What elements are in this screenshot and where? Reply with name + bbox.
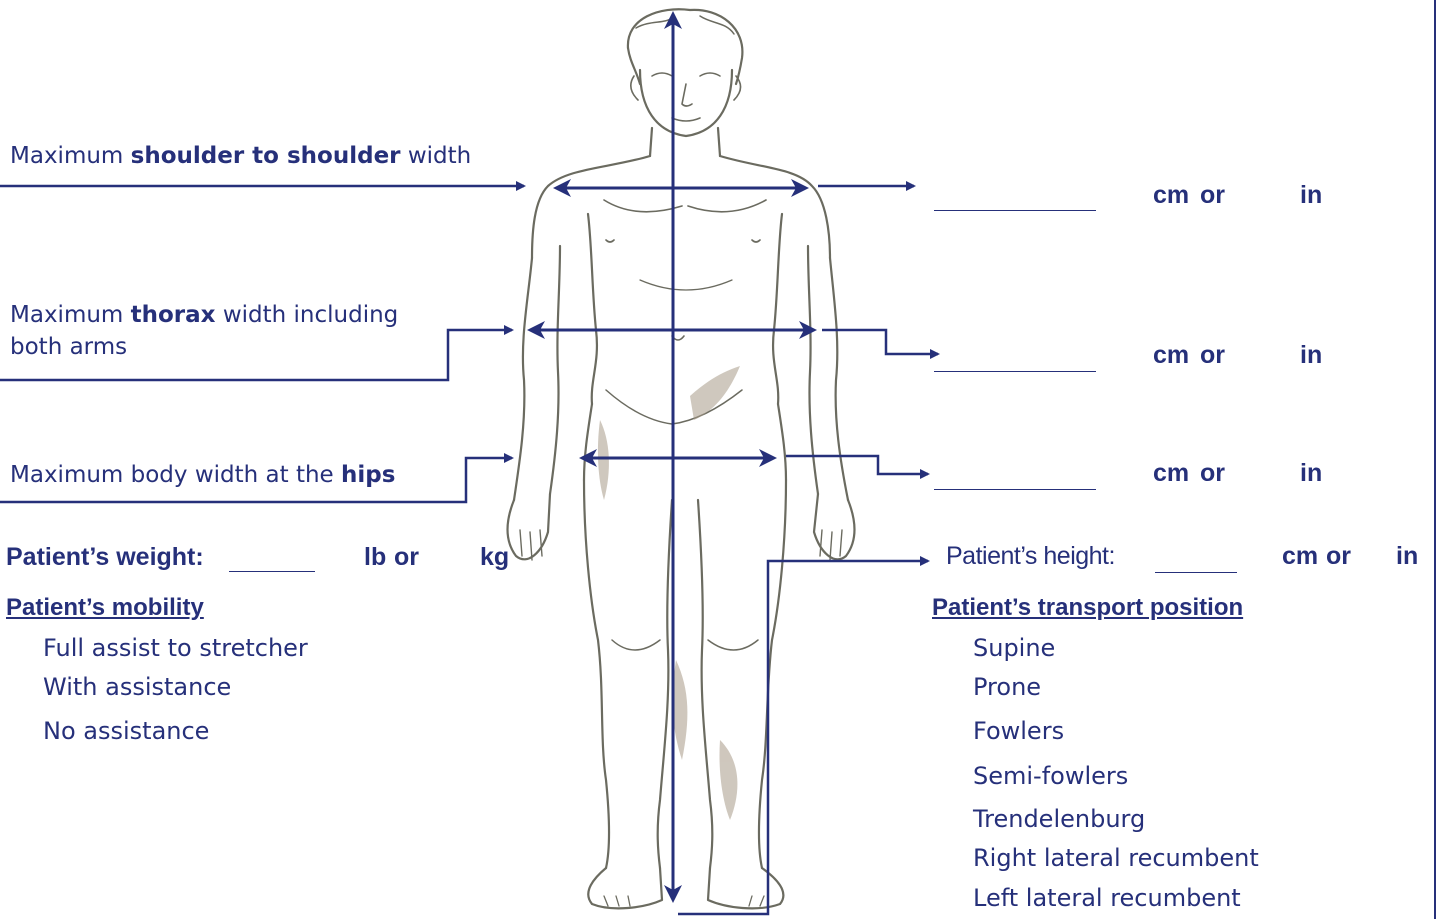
right-border (1434, 0, 1436, 919)
transport-section-title: Patient’s transport position (932, 594, 1243, 622)
weight-unit-kg: kg (480, 543, 509, 572)
patient-weight-label: Patient’s weight: (6, 543, 204, 572)
thorax-width-blank[interactable] (934, 371, 1096, 372)
hip-unit-in: in (1300, 459, 1322, 488)
mobility-section-title: Patient’s mobility (6, 594, 204, 622)
mobility-option[interactable]: With assistance (43, 671, 231, 703)
mobility-option[interactable]: No assistance (43, 715, 209, 747)
hip-width-blank[interactable] (934, 489, 1096, 490)
hip-width-label: Maximum body width at the hips (10, 459, 395, 491)
thorax-unit-or: or (1200, 341, 1225, 370)
transport-option[interactable]: Fowlers (973, 715, 1064, 747)
shoulder-unit-or: or (1200, 181, 1225, 210)
height-unit-cm: cm (1282, 542, 1318, 571)
figure-shading (598, 366, 740, 820)
shoulder-unit-cm: cm (1153, 181, 1189, 210)
transport-option[interactable]: Supine (973, 632, 1055, 664)
hip-unit-or: or (1200, 459, 1225, 488)
mobility-option[interactable]: Full assist to stretcher (43, 632, 308, 664)
thorax-unit-cm: cm (1153, 341, 1189, 370)
transport-option[interactable]: Semi-fowlers (973, 760, 1128, 792)
hips-leader-right (786, 456, 928, 474)
shoulder-width-blank[interactable] (934, 210, 1096, 211)
patient-weight-blank[interactable] (229, 571, 315, 572)
thorax-width-label-line2: both arms (10, 331, 127, 363)
weight-unit-lb: lb (364, 543, 386, 572)
transport-option[interactable]: Prone (973, 671, 1041, 703)
height-unit-in: in (1396, 542, 1418, 571)
transport-option[interactable]: Trendelenburg (973, 803, 1145, 835)
weight-unit-or: or (394, 543, 419, 572)
height-unit-or: or (1326, 542, 1351, 571)
patient-height-label: Patient’s height: (946, 542, 1115, 571)
transport-option[interactable]: Left lateral recumbent (973, 882, 1241, 914)
height-leader (678, 561, 928, 914)
thorax-leader-right (822, 330, 938, 354)
transport-option[interactable]: Right lateral recumbent (973, 842, 1259, 874)
hip-unit-cm: cm (1153, 459, 1189, 488)
shoulder-unit-in: in (1300, 181, 1322, 210)
shoulder-width-label: Maximum shoulder to shoulder width (10, 140, 471, 172)
patient-height-blank[interactable] (1155, 572, 1237, 573)
thorax-unit-in: in (1300, 341, 1322, 370)
thorax-width-label: Maximum thorax width including (10, 299, 398, 331)
